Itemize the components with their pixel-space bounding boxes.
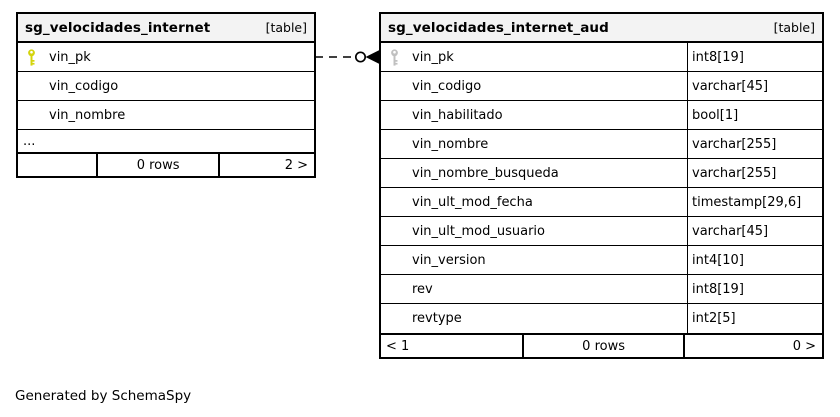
- column-type: timestamp[29,6]: [687, 188, 822, 216]
- column-row-vin-codigo: vin_codigo: [18, 72, 314, 101]
- column-type: varchar[255]: [687, 159, 822, 187]
- column-row-vin-codigo: vin_codigo varchar[45]: [381, 72, 822, 101]
- column-name: vin_ult_mod_usuario: [412, 223, 545, 239]
- column-name: vin_pk: [49, 49, 91, 65]
- column-name: vin_nombre: [412, 136, 489, 152]
- table-title: sg_velocidades_internet_aud: [388, 19, 609, 36]
- fk-relationship-connector: [315, 50, 379, 64]
- column-row-vin-ult-mod-usuario: vin_ult_mod_usuario varchar[45]: [381, 217, 822, 246]
- column-row-rev: rev int8[19]: [381, 275, 822, 304]
- column-row-vin-version: vin_version int4[10]: [381, 246, 822, 275]
- column-type: int8[19]: [687, 275, 822, 303]
- table-footer: < 1 0 rows 0 >: [381, 333, 822, 357]
- foreign-key-icon: [381, 48, 412, 66]
- column-name: vin_codigo: [412, 78, 482, 94]
- column-type: bool[1]: [687, 101, 822, 129]
- column-name: vin_nombre: [49, 107, 126, 123]
- column-type: int8[19]: [687, 43, 822, 71]
- column-name: vin_pk: [412, 49, 454, 65]
- relationship-arrowhead: [365, 50, 379, 64]
- column-row-revtype: revtype int2[5]: [381, 304, 822, 333]
- table-sg-velocidades-internet-aud[interactable]: sg_velocidades_internet_aud [table] vin_…: [379, 12, 824, 359]
- column-type: varchar[45]: [687, 217, 822, 245]
- table-sg-velocidades-internet[interactable]: sg_velocidades_internet [table] vin_pk v…: [16, 12, 316, 178]
- collapsed-columns-ellipsis: ...: [23, 133, 36, 149]
- parent-count: [18, 154, 96, 176]
- column-row-vin-nombre: vin_nombre varchar[255]: [381, 130, 822, 159]
- column-name: vin_ult_mod_fecha: [412, 194, 533, 210]
- column-name: vin_nombre_busqueda: [412, 165, 559, 181]
- row-count: 0 rows: [96, 154, 217, 176]
- relationship-circle-end: [354, 51, 367, 63]
- column-row-vin-nombre: vin_nombre: [18, 101, 314, 130]
- table-footer: 0 rows 2 >: [18, 152, 314, 176]
- parent-count: < 1: [386, 338, 410, 354]
- column-name: vin_habilitado: [412, 107, 503, 123]
- primary-key-icon: [18, 48, 49, 66]
- table-kind-label: [table]: [773, 20, 815, 35]
- table-header: sg_velocidades_internet [table]: [18, 14, 314, 43]
- child-count: 0 >: [683, 335, 822, 357]
- column-name: vin_codigo: [49, 78, 119, 94]
- column-row-vin-pk: vin_pk int8[19]: [381, 43, 822, 72]
- column-row-vin-pk: vin_pk: [18, 43, 314, 72]
- table-title: sg_velocidades_internet: [25, 19, 211, 36]
- column-type: int4[10]: [687, 246, 822, 274]
- child-count: 2 >: [217, 154, 314, 176]
- generated-by-note: Generated by SchemaSpy: [15, 388, 192, 404]
- table-kind-label: [table]: [265, 20, 307, 35]
- column-type: int2[5]: [687, 304, 822, 333]
- column-row-vin-ult-mod-fecha: vin_ult_mod_fecha timestamp[29,6]: [381, 188, 822, 217]
- column-row-vin-habilitado: vin_habilitado bool[1]: [381, 101, 822, 130]
- column-name: rev: [412, 281, 433, 297]
- column-name: vin_version: [412, 252, 486, 268]
- table-header: sg_velocidades_internet_aud [table]: [381, 14, 822, 43]
- column-row-vin-nombre-busqueda: vin_nombre_busqueda varchar[255]: [381, 159, 822, 188]
- column-type: varchar[255]: [687, 130, 822, 158]
- row-count: 0 rows: [522, 335, 683, 357]
- column-name: revtype: [412, 311, 462, 326]
- column-type: varchar[45]: [687, 72, 822, 100]
